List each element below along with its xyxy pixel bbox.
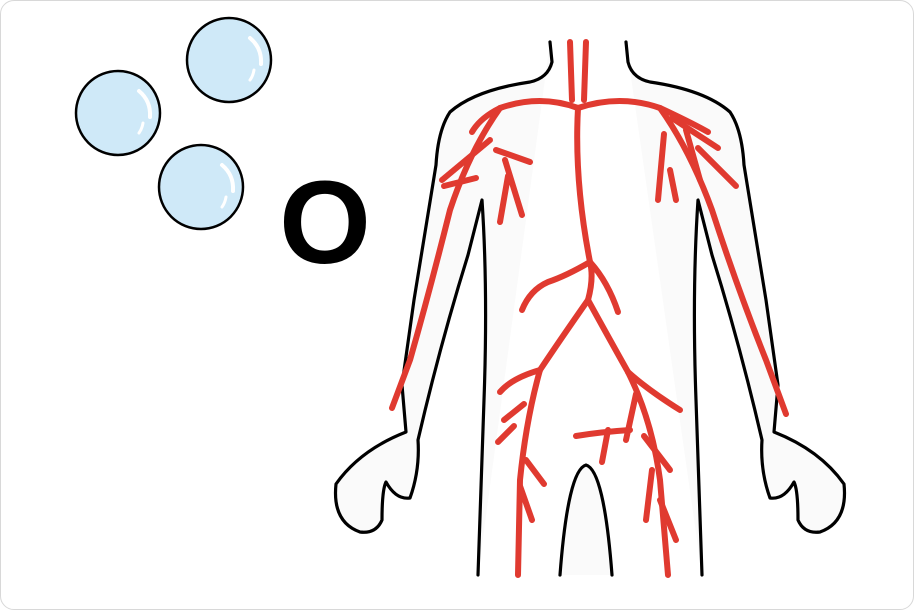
bubble-icon [185, 16, 273, 104]
symbol-letter: O [279, 157, 371, 289]
blood-vessels [389, 39, 789, 578]
bubble-icon [157, 143, 245, 231]
bubble-icon [74, 69, 162, 157]
oxygen-bubbles-icon [74, 16, 273, 231]
